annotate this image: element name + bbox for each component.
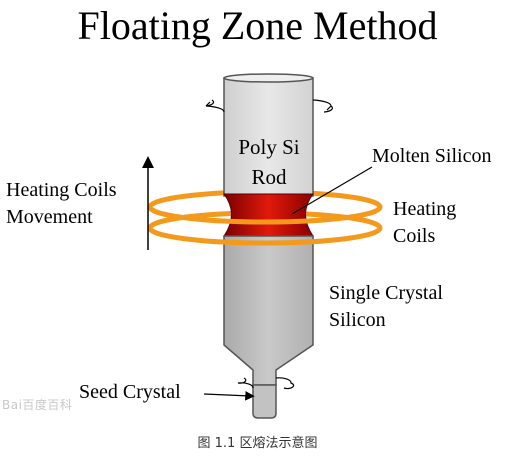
heating-coils-movement-line1: Heating Coils [6,179,117,201]
heating-coils-line1: Heating [393,198,457,220]
single-crystal-label: Single Crystal Silicon [329,280,443,334]
page-title: Floating Zone Method [77,3,438,48]
poly-si-rod [223,73,314,197]
single-crystal-line1: Single Crystal [329,282,443,304]
molten-zone [223,193,314,237]
seed-crystal [252,384,277,419]
heating-coils-line2: Coils [393,225,436,247]
single-crystal-body [223,235,314,386]
watermark-logo: Bai百度百科 [2,398,73,412]
poly-si-label-line2: Rod [251,165,287,189]
top-rotation-arrow [205,99,333,113]
heating-coils-label: Heating Coils [393,196,456,250]
molten-leader-line [291,166,373,215]
poly-si-rod-label: Poly Si Rod [229,132,309,192]
heating-coils-front [147,206,383,246]
seed-leader-line [203,390,255,401]
single-crystal-line2: Silicon [329,309,386,331]
seed-rotation-arrow [237,377,295,390]
seed-crystal-label: Seed Crystal [79,381,181,403]
figure-caption: 图 1.1 区熔法示意图 [197,436,318,451]
poly-si-label-line1: Poly Si [238,135,300,159]
heating-coils-movement-label: Heating Coils Movement [6,177,117,231]
molten-silicon-label: Molten Silicon [372,145,492,167]
heating-coils-movement-line2: Movement [6,206,93,228]
